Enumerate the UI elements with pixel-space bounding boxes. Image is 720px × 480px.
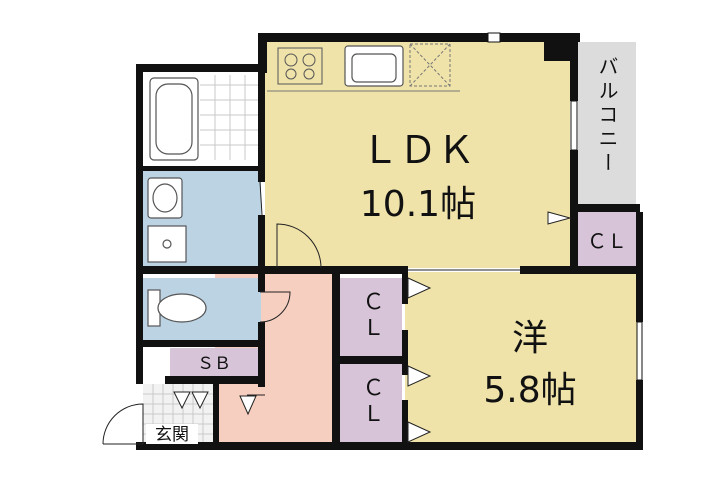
balcony-label: バルコニー (595, 56, 619, 176)
balcony-floor (578, 42, 636, 204)
western-room-floor (405, 272, 637, 442)
closet-lower-label: ＣＬ (359, 376, 384, 428)
entrance-label-bg (146, 424, 198, 444)
western-room-size: 5.8帖 (483, 370, 576, 411)
closet-door-marks (173, 211, 572, 443)
closet-upper-fill (340, 278, 402, 356)
doors (102, 181, 322, 445)
shoe-box-fill (170, 348, 258, 376)
kitchen-strip (265, 40, 570, 95)
walls (136, 33, 643, 450)
ldk-floor (265, 93, 570, 268)
toilet-icon (147, 289, 207, 327)
fridge-space-icon (409, 43, 451, 87)
ldk-size: 10.1帖 (360, 184, 476, 225)
ldk-name: ＬＤＫ (361, 128, 475, 172)
closet-lower-fill (340, 364, 402, 442)
windows (487, 32, 643, 381)
shoe-box-label: ＳＢ (197, 354, 231, 374)
entrance-label: 玄関 (155, 425, 189, 445)
washer-space-icon (147, 225, 187, 263)
stove-icon (277, 47, 323, 85)
western-room-name: 洋 (512, 318, 548, 359)
bathroom-tiles (200, 75, 258, 160)
closet-ldk-label: ＣＬ (587, 229, 627, 253)
closet-ldk-fill (578, 212, 636, 267)
bathtub-icon (149, 77, 199, 161)
washbasin-icon (147, 177, 183, 219)
sink-icon (344, 45, 404, 87)
closet-upper-label: ＣＬ (359, 290, 384, 342)
